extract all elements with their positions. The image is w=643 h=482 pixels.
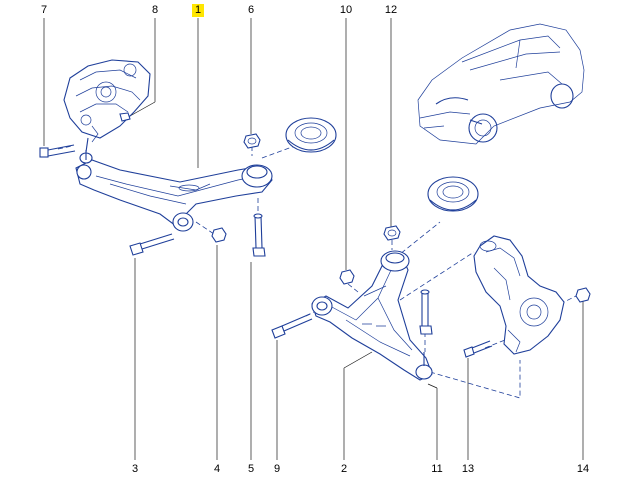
nut-4 (211, 227, 227, 243)
callout-11: 11 (431, 463, 443, 475)
callout-1-highlighted: 1 (192, 4, 204, 17)
leader-2b (343, 351, 373, 369)
leader-11b (427, 383, 438, 389)
callout-6: 6 (247, 4, 255, 16)
bolt-5 (252, 213, 266, 257)
nut-6 (243, 133, 261, 149)
nut-12 (383, 225, 401, 241)
callout-2: 2 (340, 463, 348, 475)
callout-7: 7 (40, 4, 48, 16)
nut-14 (575, 287, 591, 303)
callout-9: 9 (273, 463, 281, 475)
steering-knuckle (473, 235, 565, 355)
lower-wishbone (311, 250, 433, 381)
cup-lower (427, 176, 479, 212)
brake-knuckle-assembly (63, 59, 151, 153)
bolt-7 (39, 144, 76, 158)
leader-8b (129, 101, 156, 117)
bolt-11 (419, 289, 433, 335)
dash-10 (347, 283, 359, 293)
nut-8 (119, 112, 131, 122)
callout-8: 8 (151, 4, 159, 16)
callout-3: 3 (131, 463, 139, 475)
leader-lines (43, 18, 584, 460)
bolt-9 (271, 313, 313, 339)
dash-13 (484, 339, 506, 349)
dash-4 (195, 221, 215, 235)
callout-14: 14 (576, 463, 590, 475)
callout-4: 4 (213, 463, 221, 475)
bolt-3 (129, 233, 175, 256)
callout-13: 13 (461, 463, 475, 475)
upper-wishbone (75, 150, 273, 232)
dash-7 (57, 145, 73, 150)
vehicle-location-sketch (417, 23, 585, 145)
callout-5: 5 (247, 463, 255, 475)
callout-10: 10 (339, 4, 353, 16)
dash-knuckle-1 (429, 360, 521, 399)
cup-upper (285, 117, 337, 153)
dash-knuckle-2 (399, 251, 475, 301)
nut-10 (339, 269, 355, 285)
callout-12: 12 (384, 4, 398, 16)
bolt-13 (463, 340, 493, 358)
